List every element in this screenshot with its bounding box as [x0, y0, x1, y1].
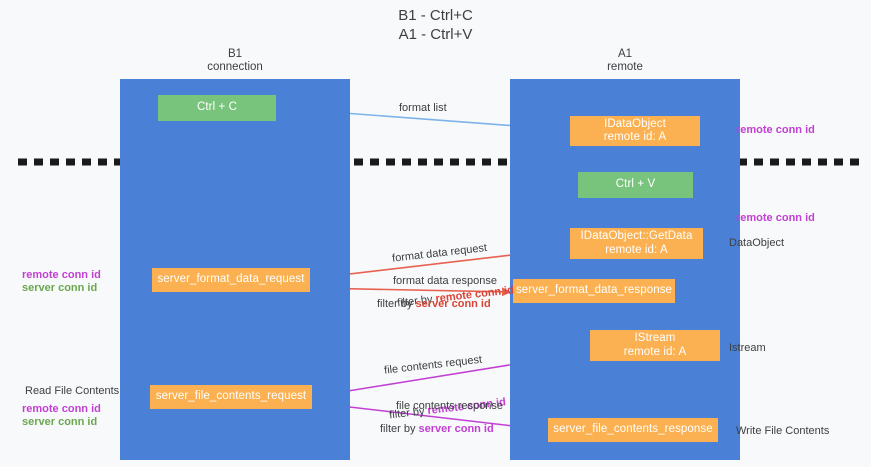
filter-prefix-4: filter by: [380, 423, 419, 435]
edge-label-file-contents-request-line1: file contents request: [383, 353, 483, 377]
node-server-file-contents-request[interactable]: server_file_contents_request: [150, 385, 312, 409]
annotation-remote-conn-id-top: remote conn id: [736, 124, 815, 136]
edge-label-format-data-request-line1: format data request: [391, 242, 488, 265]
annotation-left-remote-conn-id: remote conn id: [22, 269, 101, 281]
node-ctrl-c[interactable]: Ctrl + C: [158, 95, 276, 121]
filter-prefix-2: filter by: [377, 298, 416, 310]
node-idataobject-getdata[interactable]: IDataObject::GetData remote id: A: [570, 228, 703, 259]
annotation-left-server-conn-id-2: server conn id: [22, 416, 98, 428]
annotation-left-server-conn-id: server conn id: [22, 282, 98, 294]
annotation-left-remote-conn-id-2: remote conn id: [22, 403, 101, 415]
annotation-write-file-contents: Write File Contents: [736, 425, 830, 437]
lane-header-a1: A1 remote: [607, 48, 643, 73]
filter-key-server-conn-id: server conn id: [415, 298, 491, 310]
edge-label-format-data-response-line1: format data response: [393, 275, 497, 287]
page-title: B1 - Ctrl+C A1 - Ctrl+V: [398, 7, 473, 43]
edge-file-contents-response: [314, 402, 549, 434]
annotation-istream: Istream: [729, 342, 766, 354]
node-server-file-contents-response[interactable]: server_file_contents_response: [548, 418, 718, 442]
annotation-read-file-contents: Read File Contents: [25, 385, 120, 397]
node-server-format-data-request[interactable]: server_format_data_request: [152, 268, 310, 292]
edge-label-file-contents-response-line2: filter by server conn id: [380, 422, 494, 437]
annotation-dataobject: DataObject: [729, 237, 785, 249]
filter-key-server-conn-id-2: server conn id: [418, 423, 494, 435]
lane-header-b1: B1 connection: [207, 48, 263, 73]
node-istream[interactable]: IStream remote id: A: [590, 330, 720, 361]
node-idataobject[interactable]: IDataObject remote id: A: [570, 116, 700, 146]
node-server-format-data-response[interactable]: server_format_data_response: [513, 279, 675, 303]
node-ctrl-v[interactable]: Ctrl + V: [578, 172, 693, 198]
annotation-remote-conn-id-mid: remote conn id: [736, 212, 815, 224]
edge-label-file-contents-response-line1: file contents response: [396, 400, 504, 412]
edge-label-file-contents-request: file contents request filter by remote c…: [380, 321, 508, 439]
edge-label-format-list: format list: [399, 102, 447, 114]
edge-label-format-data-response-line2: filter by server conn id: [377, 297, 491, 312]
